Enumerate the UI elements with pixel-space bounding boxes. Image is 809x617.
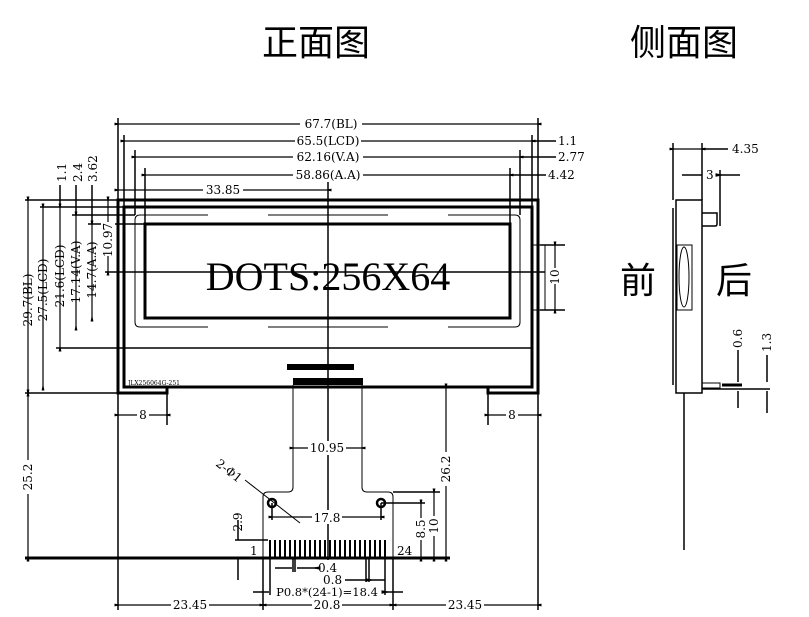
- side-view-title: 侧面图: [630, 23, 738, 64]
- dim-center-x: 33.85: [206, 183, 240, 197]
- dim-lcd-width: 65.5(LCD): [297, 134, 360, 148]
- dim-va-width: 62.16(V.A): [297, 150, 360, 164]
- dim-left-1-1: 1.1: [55, 163, 69, 182]
- side-body: [675, 199, 703, 394]
- dim-fpc-thickness-2: 1.3: [760, 333, 774, 352]
- dim-aa-width: 58.86(A.A): [296, 168, 361, 182]
- dim-fpc-thickness-1: 0.6: [731, 329, 745, 348]
- dim-lcd-height: 27.5(LCD): [36, 259, 50, 322]
- dim-pin-width: 0.4: [318, 561, 337, 575]
- pin-last-label: 24: [397, 544, 413, 558]
- ic-bar: [287, 364, 354, 370]
- dim-bottom-right: 23.45: [448, 598, 482, 612]
- fpc-pins: [269, 540, 386, 558]
- fpc-connector: [293, 378, 363, 385]
- lcd-outline: [122, 205, 534, 389]
- dim-bottom-mid: 20.8: [314, 598, 341, 612]
- dim-bl-width: 67.7(BL): [305, 117, 358, 131]
- pin-first-label: 1: [250, 544, 258, 558]
- dim-bottom-left: 23.45: [173, 598, 207, 612]
- dim-va-height: 17.14(V.A): [69, 241, 83, 304]
- dim-right-2-77: 2.77: [558, 150, 585, 164]
- leader-line: [244, 479, 301, 524]
- dim-tab-left: 8: [139, 408, 147, 422]
- dim-lcd-h2: 21.6(LCD): [53, 245, 67, 308]
- front-view-title: 正面图: [262, 23, 370, 64]
- side-bracket: [676, 244, 693, 311]
- dim-pin-pitch: 0.8: [323, 573, 342, 587]
- dim-bl-height: 29.7(BL): [21, 274, 35, 327]
- dim-bump: 3: [706, 168, 714, 182]
- fpc-cable: [262, 385, 394, 558]
- dim-fpc-neck: 10.95: [310, 441, 344, 455]
- dim-right-4-42: 4.42: [548, 168, 575, 182]
- extension-lines: [25, 118, 565, 610]
- side-bump: [702, 212, 718, 227]
- dim-fpc-length-left: 25.2: [21, 464, 35, 491]
- dim-thickness: 4.35: [732, 142, 759, 156]
- model-label: JLX256064G-251: [127, 380, 180, 387]
- dim-aa-height: 14.7(A.A): [85, 241, 99, 298]
- dim-pin-offset: 2.9: [231, 512, 245, 531]
- dim-fpc-length-right: 26.2: [439, 456, 453, 483]
- dim-right-1-1: 1.1: [558, 134, 577, 148]
- dim-side-10: 10: [548, 269, 562, 284]
- dim-center-y: 10.97: [101, 223, 115, 257]
- dim-left-2-4: 2.4: [71, 163, 85, 182]
- dim-left-3-62: 3.62: [86, 155, 100, 182]
- dim-tab-right: 8: [508, 408, 516, 422]
- front-label: 前: [620, 261, 656, 302]
- dim-hole-pitch: 17.8: [314, 511, 341, 525]
- dim-pitch-total: P0.8*(24-1)=18.4: [276, 585, 378, 599]
- side-view: 4.35 3 0.6 1.3 前 后: [620, 142, 774, 550]
- dim-holes: 2-Φ1: [213, 456, 245, 485]
- back-label: 后: [716, 261, 752, 302]
- dim-hole-height: 8.5: [414, 519, 428, 538]
- dim-fpc-height: 10: [427, 518, 441, 533]
